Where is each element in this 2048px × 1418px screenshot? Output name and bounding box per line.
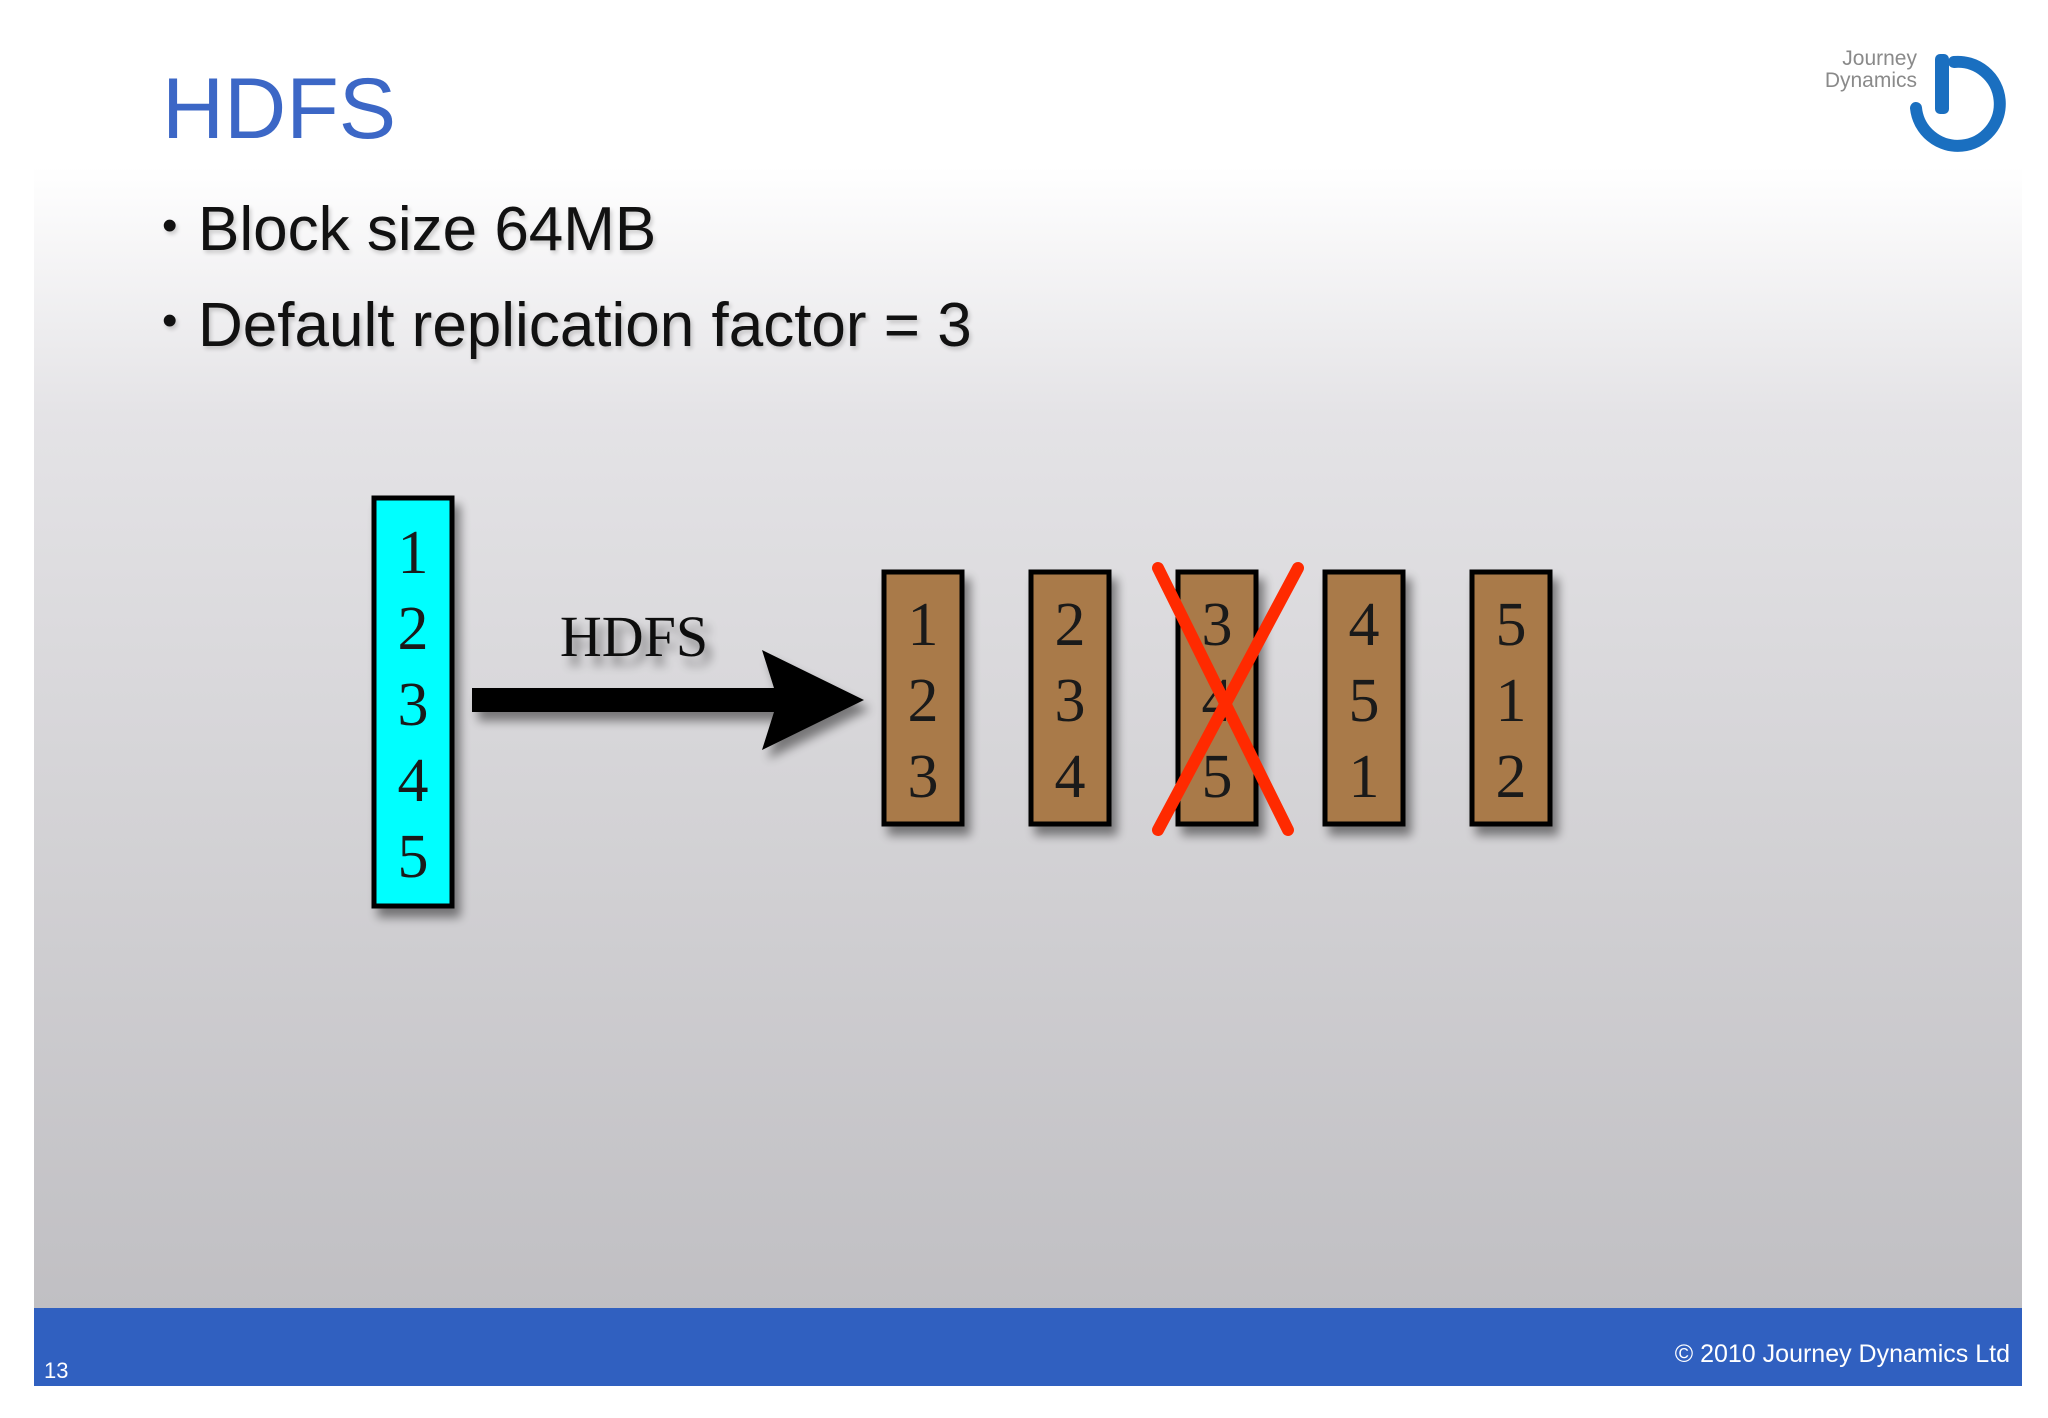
page-number: 13 — [44, 1358, 69, 1383]
node-block-label: 4 — [1349, 591, 1380, 659]
source-block-label: 4 — [398, 747, 429, 815]
logo-d-icon — [1910, 54, 2006, 152]
node-block-label: 3 — [1202, 591, 1233, 659]
bullet-dot-icon: • — [162, 200, 178, 250]
bullet-item: • Default replication factor = 3 — [162, 280, 972, 376]
source-file-box — [371, 495, 455, 909]
bullet-list: • Block size 64MB • Default replication fa… — [162, 184, 972, 375]
arrow-shape — [472, 650, 864, 750]
data-node-box — [1322, 569, 1406, 827]
node-block-label: 4 — [1055, 743, 1086, 811]
logo-text-line2: Dynamics — [1824, 69, 1917, 92]
node-block-label: 3 — [908, 743, 939, 811]
node-block-label: 2 — [908, 667, 939, 735]
journey-dynamics-logo: Journey Dynamics — [1810, 46, 2010, 166]
arrow-label: HDFS — [560, 604, 708, 669]
logo-text-line1: Journey — [1842, 47, 1917, 70]
data-nodes: 1 2 3 2 3 4 345 4 5 1 5 1 2 — [881, 562, 1553, 836]
bullet-text: Block size 64MB — [198, 195, 657, 264]
node-block-label: 2 — [1055, 591, 1086, 659]
logo-text: Journey Dynamics — [1825, 48, 1917, 92]
source-block-label: 5 — [398, 823, 429, 891]
node-block-label: 1 — [908, 591, 939, 659]
copyright-text: © 2010 Journey Dynamics Ltd — [1674, 1340, 2010, 1368]
hdfs-arrow: HDFS — [472, 604, 864, 750]
data-node: 1 2 3 — [881, 569, 965, 827]
data-node-box — [1028, 569, 1112, 827]
bullet-item: • Block size 64MB — [162, 184, 972, 280]
data-node-box — [1469, 569, 1553, 827]
node-block-label: 1 — [1349, 743, 1380, 811]
node-block-label: 5 — [1202, 743, 1233, 811]
node-block-label: 3 — [1055, 667, 1086, 735]
source-block-label: 3 — [398, 671, 429, 739]
bullet-text: Default replication factor = 3 — [198, 290, 972, 360]
data-node: 5 1 2 — [1469, 569, 1553, 827]
source-block-label: 2 — [398, 595, 429, 663]
data-node: 2 3 4 — [1028, 569, 1112, 827]
slide-title: HDFS — [162, 61, 397, 157]
failed-node-cross-icon — [1152, 562, 1304, 836]
source-file: 1 2 3 4 5 — [371, 495, 455, 909]
footer-bar: 13 © 2010 Journey Dynamics Ltd — [34, 1308, 2022, 1386]
node-block-label: 5 — [1496, 591, 1527, 659]
node-block-label: 5 — [1349, 667, 1380, 735]
slide: HDFS • Block size 64MB • Default replicati… — [34, 0, 2022, 1386]
data-node-box — [881, 569, 965, 827]
source-block-label: 1 — [398, 519, 429, 587]
node-block-label: 2 — [1496, 743, 1527, 811]
bullet-dot-icon: • — [162, 296, 178, 346]
node-block-label: 1 — [1496, 667, 1527, 735]
data-node: 4 5 1 — [1322, 569, 1406, 827]
data-node: 345 — [1152, 562, 1304, 836]
